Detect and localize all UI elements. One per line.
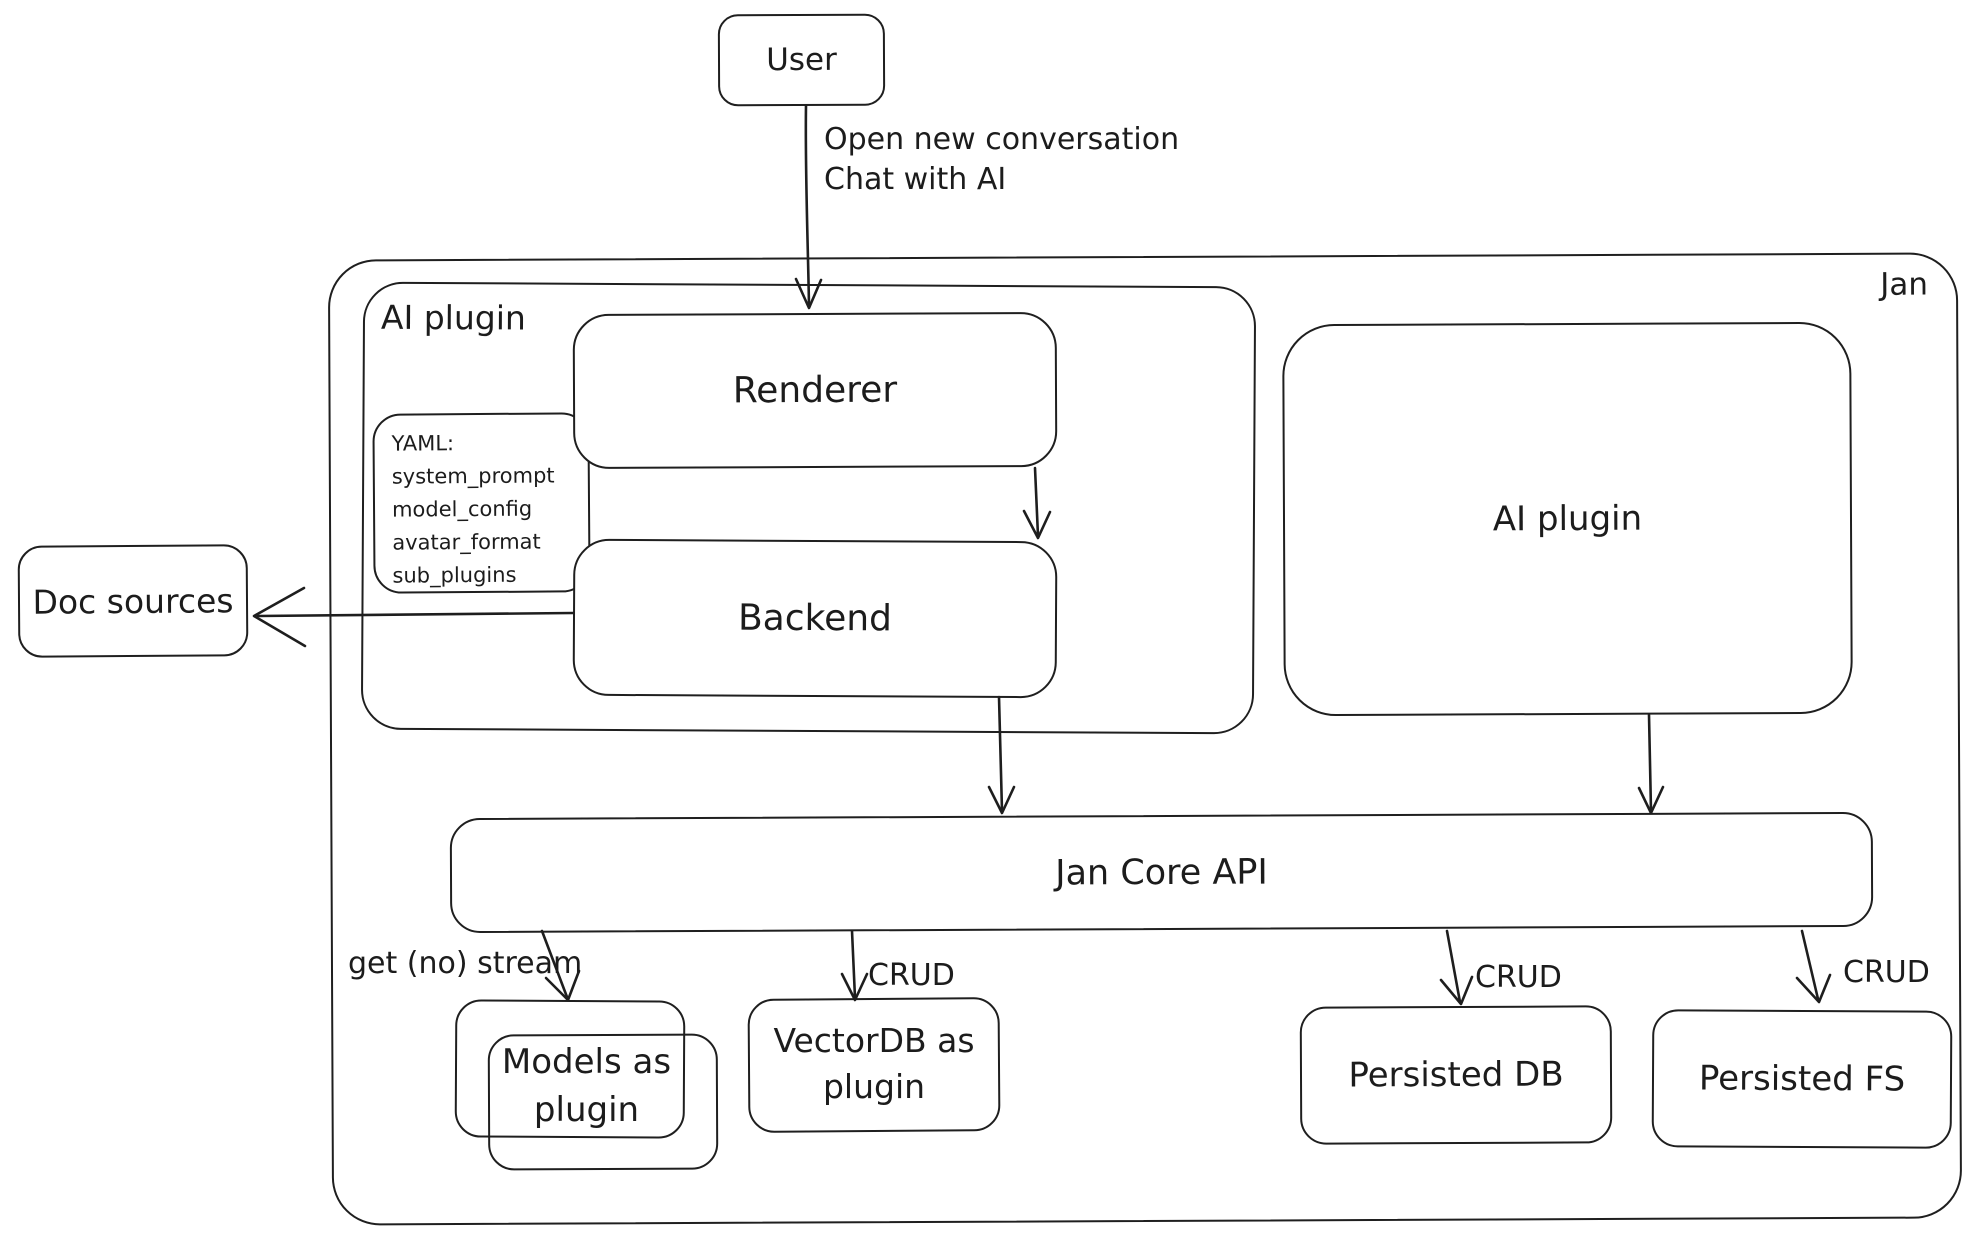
- yaml-line: model_config: [391, 496, 533, 522]
- user-node: User: [717, 13, 886, 107]
- yaml-line: sub_plugins: [392, 562, 517, 588]
- models-plugin-label: Models as plugin: [501, 1042, 672, 1130]
- jan-core-api-node: Jan Core API: [449, 811, 1874, 934]
- user-flow-label-line2: Chat with AI: [824, 162, 1007, 197]
- doc-sources-node: Doc sources: [17, 544, 249, 658]
- crud-label-persisted-fs: CRUD: [1843, 955, 1930, 990]
- backend-node: Backend: [572, 538, 1058, 699]
- persisted-db-node: Persisted DB: [1299, 1005, 1613, 1145]
- persisted-fs-node: Persisted FS: [1651, 1009, 1953, 1149]
- yaml-note-box: YAML: system_prompt model_config avatar_…: [372, 412, 591, 594]
- jan-container-label: Jan: [1880, 266, 1929, 303]
- crud-label-vectordb: CRUD: [868, 958, 955, 993]
- user-flow-label-line1: Open new conversation: [824, 122, 1180, 157]
- yaml-line: avatar_format: [392, 529, 541, 555]
- renderer-node: Renderer: [572, 311, 1058, 470]
- get-stream-label: get (no) stream: [348, 946, 583, 981]
- yaml-line: YAML:: [391, 431, 455, 456]
- yaml-line: system_prompt: [391, 463, 555, 489]
- ai-plugin-left-label: AI plugin: [380, 297, 526, 338]
- ai-plugin-right-node: AI plugin: [1282, 321, 1853, 717]
- vectordb-plugin-label: VectorDB as plugin: [773, 1021, 975, 1106]
- crud-label-persisted-db: CRUD: [1475, 960, 1562, 995]
